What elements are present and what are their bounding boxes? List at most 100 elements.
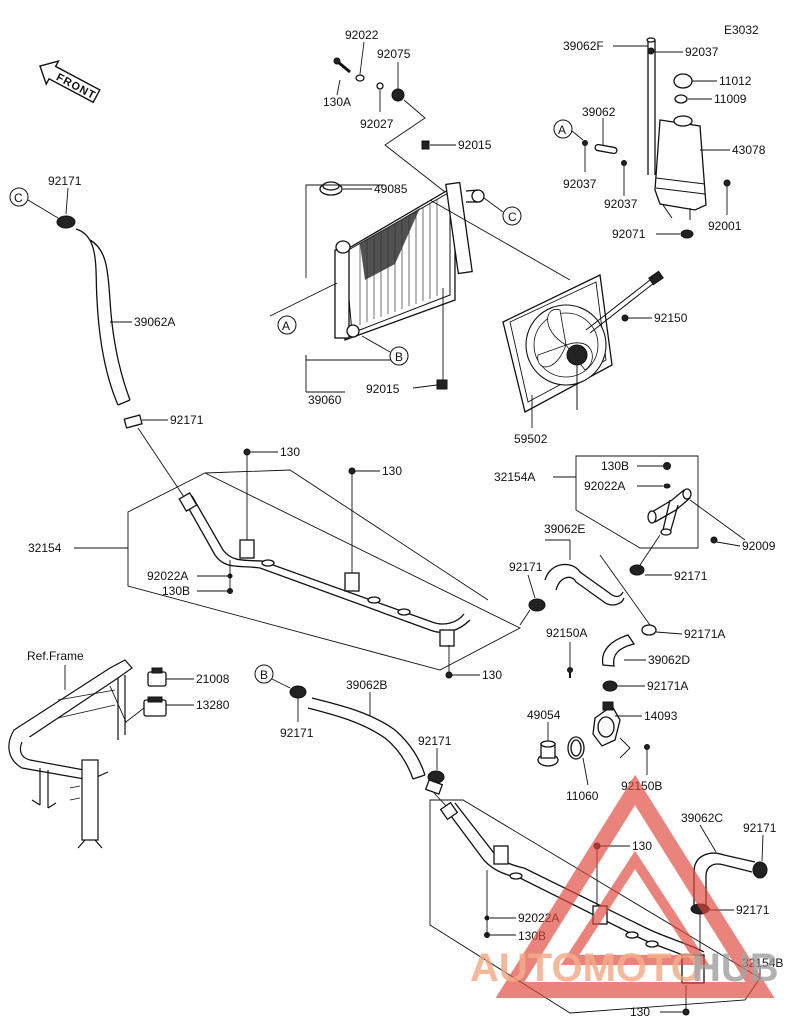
callout-c-radiator-text: C	[508, 210, 517, 224]
label-92171A-a: 92171A	[684, 627, 725, 641]
bolt-92009	[710, 536, 718, 544]
radiator-cap-49085	[319, 181, 343, 196]
gasket-11009	[674, 94, 688, 104]
label-49085: 49085	[374, 182, 408, 196]
callout-b-radiator	[389, 346, 409, 366]
reservoir-tank-43078	[654, 115, 707, 220]
label-39062F: 39062F	[563, 39, 604, 53]
label-92037-left: 92037	[563, 177, 597, 191]
watermark-text-left: AUTOMOTO	[470, 946, 702, 990]
label-130B-a: 130B	[162, 584, 190, 598]
label-92171-f: 92171	[674, 569, 708, 583]
clamp-92171-i	[752, 861, 768, 879]
label-39062D: 39062D	[648, 653, 690, 667]
grommet-92075	[391, 88, 405, 102]
callout-a-tank-text: A	[558, 123, 566, 137]
bolt-92150	[621, 314, 629, 322]
bolt-130-e	[682, 1008, 690, 1016]
label-59502: 59502	[514, 432, 548, 446]
clip-92037-left	[582, 140, 588, 146]
hose-39062E	[544, 563, 625, 606]
bolt-92150B	[644, 744, 650, 750]
label-92022A-b: 92022A	[584, 479, 625, 493]
label-130B-b: 130B	[601, 459, 629, 473]
callout-a-radiator	[277, 315, 297, 335]
callout-c-radiator	[502, 206, 522, 226]
diagram-code: E3032	[724, 23, 759, 37]
label-130-c: 130	[482, 668, 502, 682]
label-32154A: 32154A	[494, 470, 535, 484]
label-43078: 43078	[732, 143, 766, 157]
label-130-a: 130	[280, 445, 300, 459]
grommet-92071	[680, 229, 694, 239]
bolt-130-c	[445, 671, 453, 679]
fan-assembly-59502	[502, 270, 664, 413]
label-92171-e: 92171	[509, 560, 543, 574]
hose-39062	[594, 143, 618, 155]
clip-92015-bottom	[436, 379, 448, 390]
label-130-e: 130	[630, 1005, 650, 1019]
label-39062C: 39062C	[681, 811, 723, 825]
clamp-92171A-b	[602, 680, 618, 692]
label-92171-c: 92171	[48, 174, 82, 188]
label-130-d: 130	[632, 839, 652, 853]
radiator-39060	[334, 181, 485, 341]
label-92037-top: 92037	[685, 45, 719, 59]
label-92022: 92022	[345, 28, 379, 42]
label-92150A: 92150A	[546, 626, 587, 640]
label-92027: 92027	[360, 117, 394, 131]
label-92037-mid: 92037	[604, 197, 638, 211]
hose-39062F	[647, 40, 656, 175]
ref-frame-label: Ref.Frame	[27, 649, 84, 663]
label-32154: 32154	[28, 541, 62, 555]
clamp-92171-a	[123, 414, 143, 429]
clamp-92171A-a	[641, 624, 657, 636]
washer-92022A-b	[663, 483, 671, 489]
callout-a-radiator-text: A	[282, 319, 290, 333]
callout-a-tank	[553, 119, 573, 139]
label-92171-j: 92171	[736, 903, 770, 917]
label-92071: 92071	[612, 227, 646, 241]
callout-b-lower-text: B	[260, 668, 268, 682]
callout-c-left	[9, 187, 29, 207]
bolt-130B-b	[663, 462, 671, 470]
clip-92037-mid	[621, 160, 627, 166]
clamp-92171-e	[528, 598, 546, 612]
automotohub-watermark-logo: AUTOMOTO HUB	[470, 774, 779, 998]
label-92171-a: 92171	[170, 413, 204, 427]
bolt-130-b	[348, 467, 356, 475]
collar-92027	[376, 82, 384, 90]
label-49054: 49054	[527, 708, 561, 722]
washer-92022	[355, 74, 365, 82]
clip-92037-top	[647, 47, 655, 55]
label-92015-top: 92015	[458, 138, 492, 152]
label-92171A-b: 92171A	[647, 679, 688, 693]
label-130A: 130A	[323, 95, 351, 109]
callout-b-lower	[254, 664, 274, 684]
pipe-32154	[178, 492, 471, 647]
bolt-130A	[333, 57, 351, 74]
label-92171-i: 92171	[743, 821, 777, 835]
callout-b-radiator-text: B	[395, 350, 403, 364]
label-92171-g: 92171	[280, 726, 314, 740]
clip-92015-top	[421, 140, 430, 150]
thermostat-housing-14093	[592, 701, 621, 747]
ref-frame-drawing	[8, 659, 133, 849]
callout-c-left-text: C	[14, 191, 23, 205]
label-39062B: 39062B	[346, 678, 387, 692]
bolt-92150A	[567, 667, 573, 673]
label-92009: 92009	[742, 539, 776, 553]
front-arrow-icon: FRONT	[39, 60, 101, 104]
label-92171-h: 92171	[418, 734, 452, 748]
label-14093: 14093	[644, 709, 678, 723]
label-11060: 11060	[566, 789, 599, 803]
label-39062A: 39062A	[134, 315, 175, 329]
pipe-32154A	[647, 488, 692, 536]
label-11012: 11012	[719, 74, 752, 88]
hose-39062A	[75, 228, 131, 406]
hose-39062B	[307, 697, 426, 780]
hose-39062D	[601, 634, 636, 667]
label-21008: 21008	[196, 672, 230, 686]
bolt-130-a	[243, 448, 251, 456]
